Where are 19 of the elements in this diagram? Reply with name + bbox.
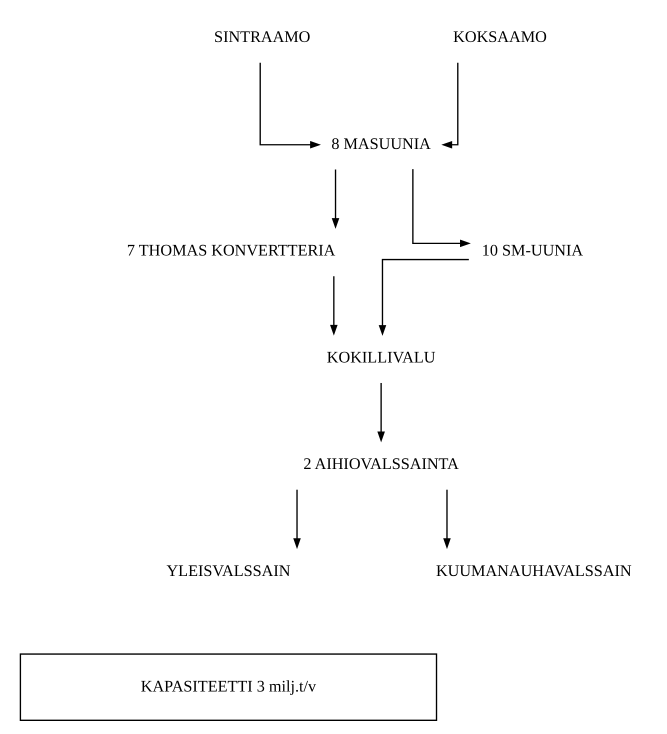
arrow — [441, 62, 458, 149]
node-box: KAPASITEETTI 3 milj.t/v — [20, 653, 438, 721]
arrow — [330, 276, 338, 336]
node-text: SINTRAAMO — [214, 28, 310, 46]
node-text: YLEISVALSSAIN — [166, 562, 290, 580]
node-text: 7 THOMAS KONVERTTERIA — [126, 242, 336, 260]
node-text: 10 SM-UUNIA — [482, 242, 584, 260]
arrow — [377, 382, 385, 442]
node-text: 8 MASUUNIA — [331, 134, 431, 153]
node-text: 2 AIHIOVALSSAINTA — [303, 455, 459, 474]
node-text: KOKILLIVALU — [326, 348, 436, 366]
arrow — [412, 169, 471, 248]
arrow — [293, 490, 301, 550]
arrow — [260, 62, 321, 149]
node-text: KOKSAAMO — [453, 28, 547, 46]
arrow — [378, 258, 469, 336]
arrow — [443, 490, 451, 550]
node-text: KUUMANAUHAVALSSAIN — [436, 562, 632, 580]
arrow — [332, 170, 340, 229]
